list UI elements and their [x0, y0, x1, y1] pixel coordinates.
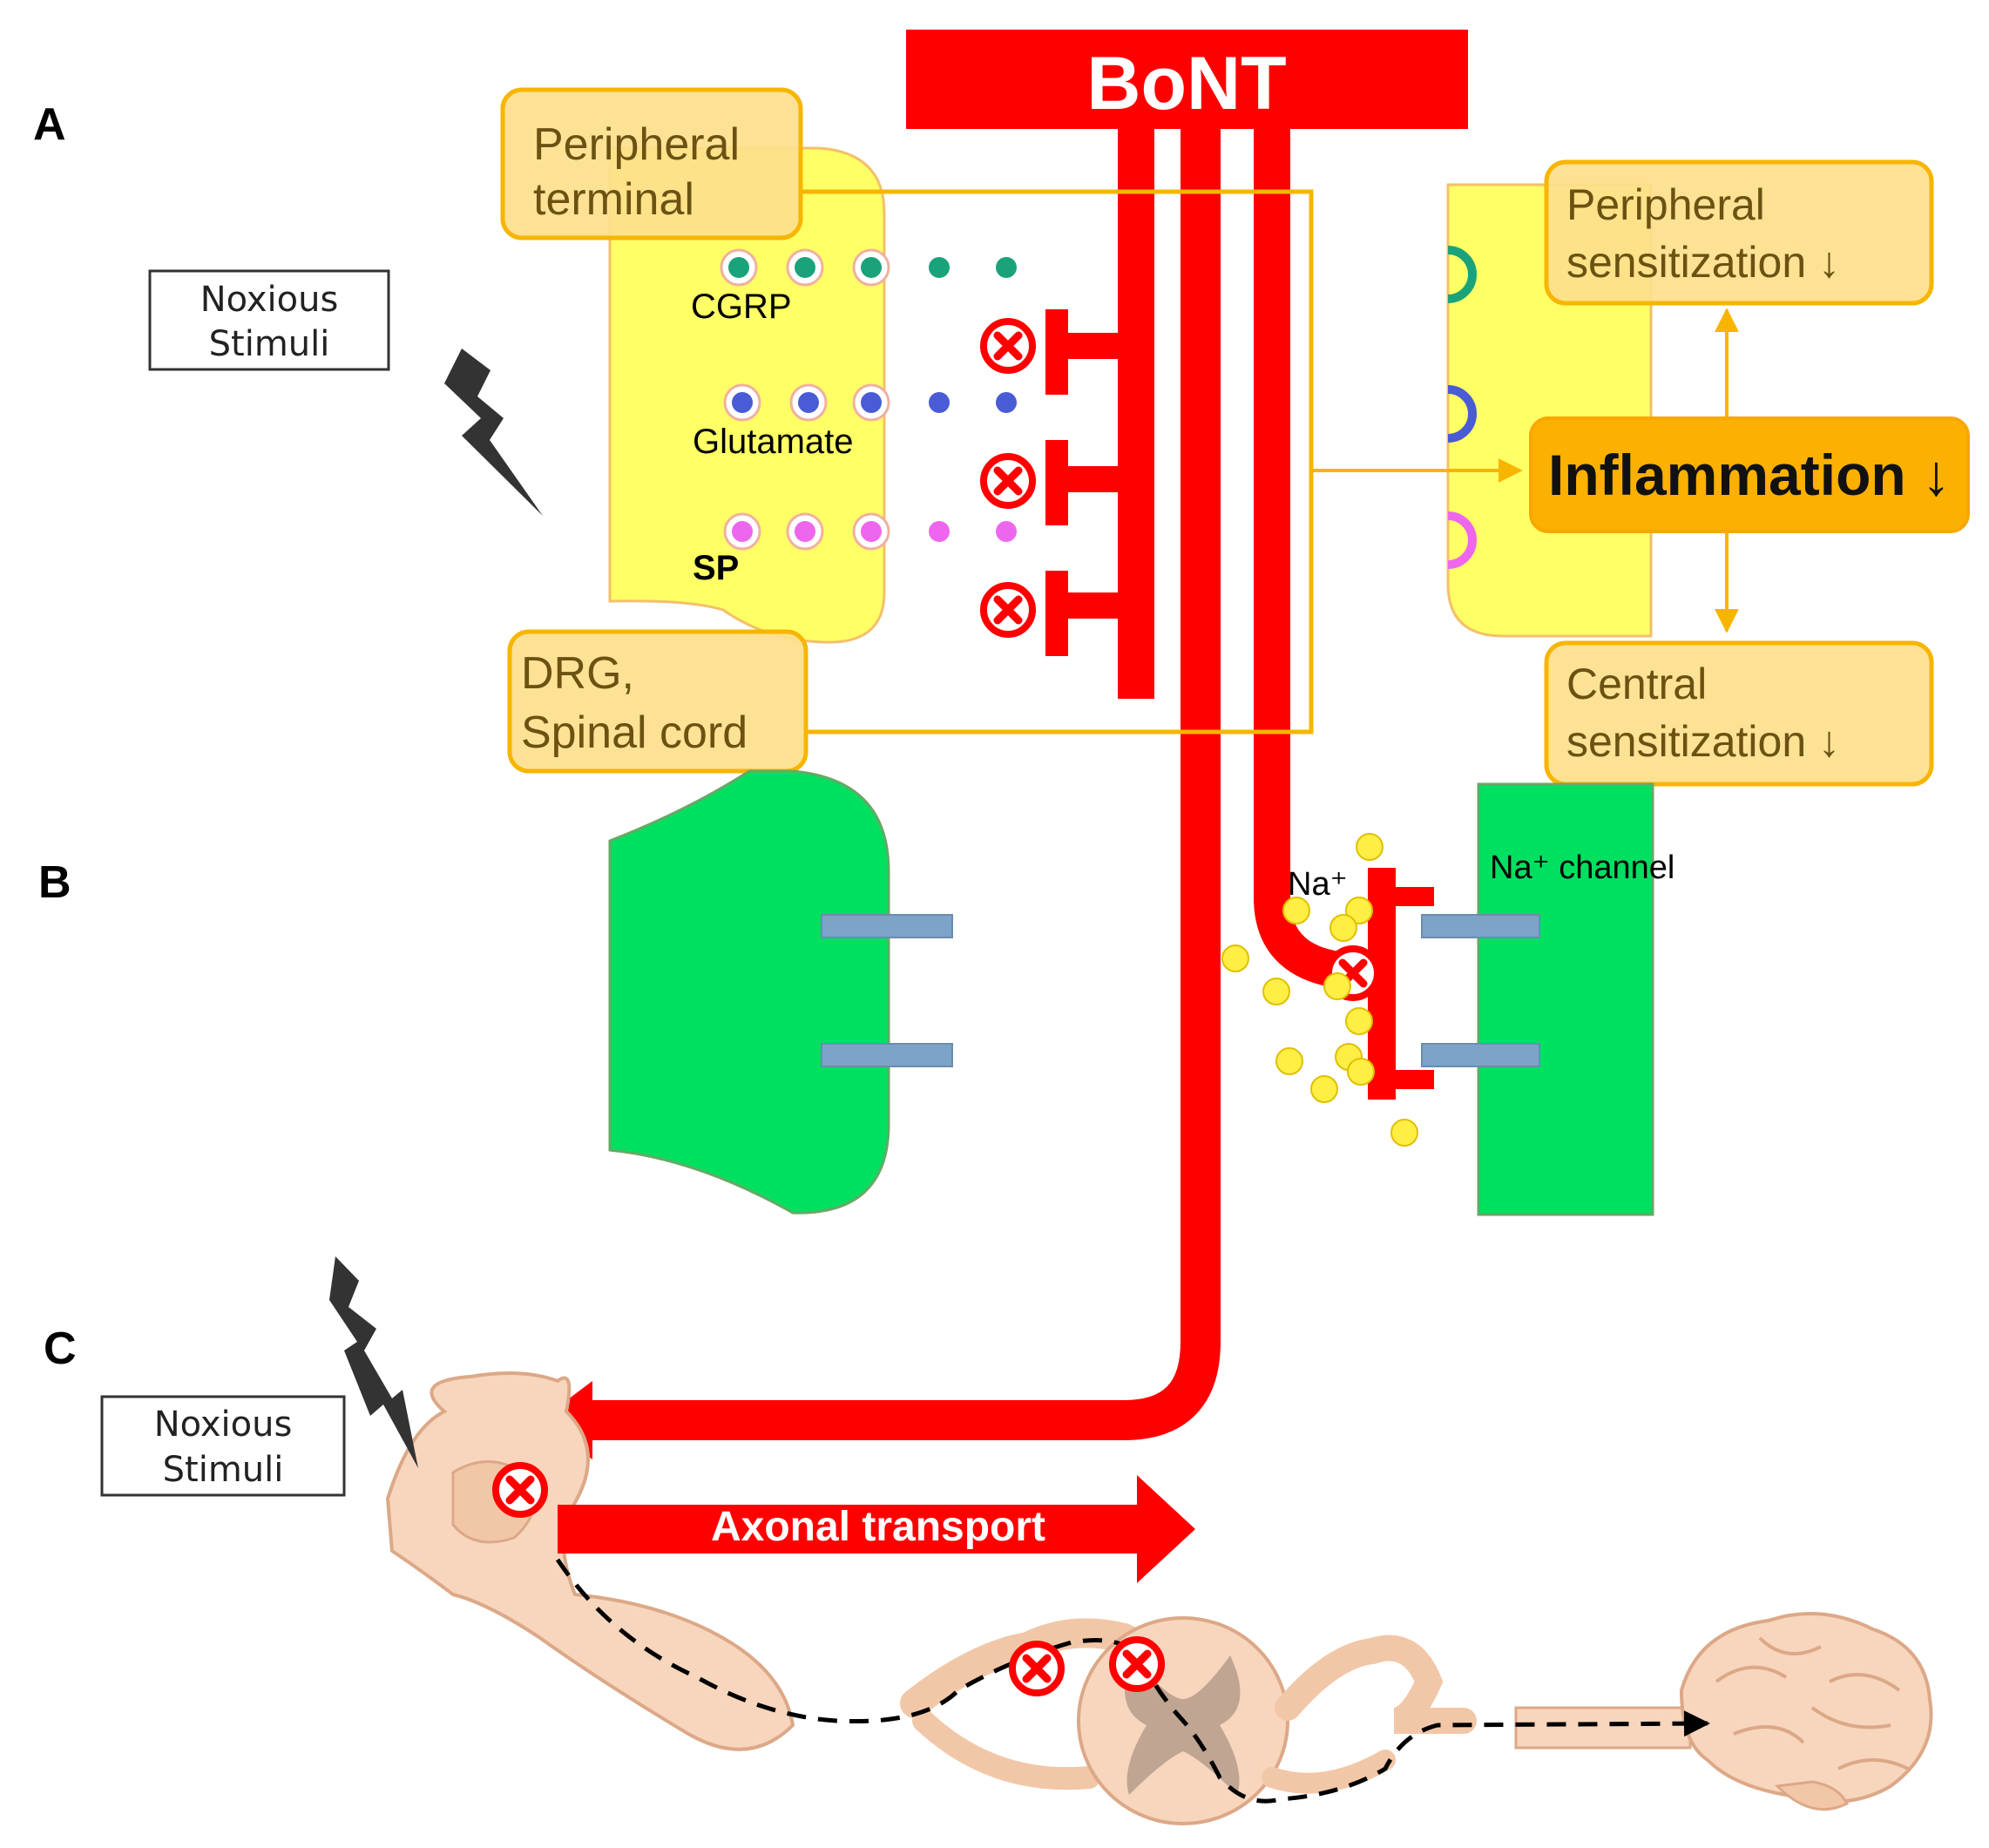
peripheral-sensitization-line1: Peripheral: [1566, 180, 1765, 229]
ventral-nerve-root: [912, 1709, 1100, 1790]
peripheral-sensitization-callout: Peripheral sensitization ↓: [1544, 159, 1934, 306]
cgrp-vesicles: [720, 248, 1017, 287]
panel-b-channel-left-upper: [821, 914, 953, 938]
axonal-transport-arrow: [558, 1475, 1195, 1583]
spinal-to-brain-tract: [1514, 1706, 1692, 1750]
spinal-block-mark: [1113, 1640, 1161, 1689]
sp-label: SP: [693, 549, 739, 587]
bont-transport-path: [575, 122, 1221, 1440]
panel-label-a: A: [33, 99, 66, 150]
glutamate-label: Glutamate: [693, 423, 854, 461]
glutamate-receptor: [1447, 385, 1477, 443]
sp-vesicles: [723, 512, 1017, 551]
panel-b-postsynaptic-neuron: [1477, 782, 1654, 1216]
effect-bracket: [801, 189, 1314, 734]
peripheral-sensitization-line2: sensitization ↓: [1566, 238, 1840, 287]
na-channel-blocker: [1368, 868, 1434, 1100]
peripheral-terminal-callout: Peripheral terminal: [500, 87, 803, 240]
drg-callout: DRG, Spinal cord: [507, 629, 808, 774]
panel-b-presynaptic-neuron: [608, 769, 890, 1215]
bont-header-bar: [906, 30, 1468, 129]
cgrp-label: CGRP: [691, 288, 792, 326]
central-sensitization-line1: Central: [1566, 660, 1707, 708]
block-cgrp-mark: [984, 322, 1032, 370]
lightning-top-icon: [444, 349, 543, 516]
drg-line2: Spinal cord: [521, 707, 748, 758]
ascending-tract: [1275, 1635, 1477, 1734]
noxious-bottom-line2: Stimuli: [163, 1450, 284, 1490]
noxious-stimuli-bottom: Noxious Stimuli: [100, 1395, 346, 1497]
sp-receptor: [1447, 511, 1477, 569]
central-sensitization-callout: Central sensitization ↓: [1544, 640, 1934, 787]
bont-label: BoNT: [1086, 42, 1286, 125]
central-sensitization-line2: sensitization ↓: [1566, 717, 1840, 766]
noxious-top-line1: Noxious: [200, 280, 339, 320]
panel-label-b: B: [38, 857, 71, 908]
drg-block-mark: [1012, 1644, 1061, 1693]
na-channel-label: Na⁺ channel: [1490, 850, 1674, 886]
release-blockers: [1045, 309, 1141, 656]
pain-signal-path: [555, 1558, 1710, 1804]
block-glutamate-mark: [984, 457, 1032, 505]
sodium-ions: [1221, 833, 1418, 1147]
na-channel-lower: [1421, 1043, 1540, 1067]
noxious-bottom-line1: Noxious: [154, 1405, 293, 1445]
panel-label-c: C: [44, 1323, 77, 1374]
lightning-bottom-icon: [329, 1256, 418, 1468]
inflammation-label: Inflammation ↓: [1548, 443, 1951, 507]
cgrp-receptor: [1447, 246, 1477, 303]
na-ion-label: Na⁺: [1288, 866, 1348, 903]
drg-line1: DRG,: [521, 648, 634, 699]
noxious-top-line2: Stimuli: [209, 324, 330, 364]
spinal-gray-matter: [1125, 1655, 1241, 1795]
peripheral-terminal-line2: terminal: [533, 174, 694, 225]
periphery-block-mark: [496, 1466, 545, 1514]
inflammation-callout: Inflammation ↓: [1529, 416, 1970, 533]
glutamate-vesicles: [723, 383, 1017, 422]
block-sp-mark: [984, 586, 1032, 634]
panel-b-channel-left-lower: [821, 1043, 953, 1067]
axonal-transport-label: Axonal transport: [711, 1504, 1045, 1550]
na-channel-upper: [1421, 914, 1540, 938]
brain-illustration: [1679, 1612, 1933, 1811]
peripheral-terminal-line1: Peripheral: [533, 119, 740, 170]
noxious-stimuli-top: Noxious Stimuli: [148, 269, 390, 371]
ascending-tract-lower: [1262, 1750, 1396, 1794]
